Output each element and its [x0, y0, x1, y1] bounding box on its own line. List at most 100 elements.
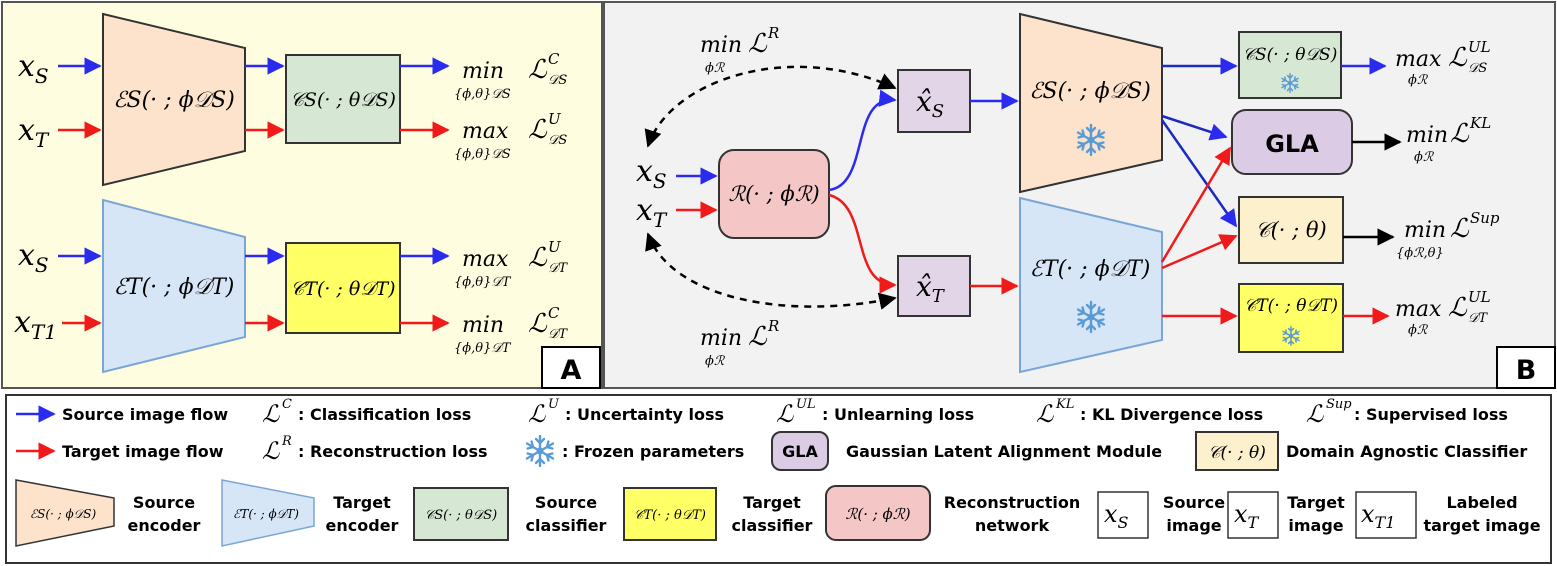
legend-loss-ul-text: : Unlearning loss: [822, 405, 974, 424]
recon-source-label: x̂S: [916, 85, 944, 122]
legend-loss-ul-sup: UL: [796, 397, 816, 412]
input-xt-a1: xT: [18, 113, 50, 152]
legend-xt1-l2: target image: [1423, 516, 1540, 535]
svg-text:ℒ: ℒ: [748, 322, 768, 352]
legend-loss-r-text: : Reconstruction loss: [298, 442, 488, 461]
panel-a-label: A: [561, 355, 582, 386]
svg-text:{ϕℛ,θ}: {ϕℛ,θ}: [1396, 246, 1444, 261]
legend-source-classifier-l2: classifier: [526, 516, 607, 535]
recon-loss-arrow-bottom: [645, 232, 897, 310]
svg-text:C: C: [548, 50, 560, 68]
svg-text:ℒ: ℒ: [1450, 214, 1470, 244]
svg-text:max: max: [1395, 47, 1442, 72]
recon-target-box: [897, 255, 971, 317]
reconstruction-network: [718, 149, 830, 239]
legend-xt-l2: image: [1288, 516, 1343, 535]
loss-min-kl: min ℒ KL ϕℛ: [1406, 114, 1491, 165]
legend-loss-c-sup: C: [282, 397, 292, 412]
legend-target-classifier-shape: [623, 487, 717, 541]
agnostic-classifier-label: 𝒞(· ; θ): [1255, 218, 1326, 242]
legend-loss-u-text: : Uncertainty loss: [565, 405, 724, 424]
legend-source-flow: Source image flow: [62, 405, 228, 424]
legend: Source image flow ℒ C : Classification l…: [5, 394, 1552, 564]
legend-source-encoder-l1: Source: [133, 493, 195, 512]
source-encoder-b: [1019, 12, 1163, 194]
svg-text:ℒ: ℒ: [528, 115, 548, 145]
legend-xt1-l1: Labeled: [1446, 493, 1517, 512]
svg-text:ϕℛ: ϕℛ: [705, 354, 726, 369]
legend-loss-u-sup: U: [548, 397, 560, 412]
legend-loss-ul-sym: ℒ: [776, 400, 794, 428]
legend-source-encoder-l2: encoder: [128, 516, 201, 535]
input-xt1-a: xT1: [14, 305, 57, 344]
panel-b-label-box: [1496, 346, 1556, 389]
svg-text:U: U: [548, 238, 562, 256]
loss-max-ul-dt: max ℒ UL 𝒟T ϕℛ: [1395, 288, 1491, 338]
legend-xt1-box: xT1: [1361, 500, 1395, 532]
loss-min-sup: min ℒ Sup {ϕℛ,θ}: [1396, 209, 1500, 261]
legend-xs-box: xS: [1104, 500, 1129, 532]
legend-recon-l2: network: [975, 516, 1050, 535]
loss-min-c-ds: min ℒ C 𝒟S {ϕ,θ}𝒟S: [454, 50, 567, 102]
svg-text:max: max: [1395, 297, 1442, 322]
legend-loss-sup-text: : Supervised loss: [1354, 405, 1508, 424]
legend-gla-box-label: GLA: [782, 442, 818, 461]
legend-frozen-text: : Frozen parameters: [562, 442, 744, 461]
input-xs-b: xS: [636, 154, 667, 193]
loss-max-ul-ds: max ℒ UL 𝒟S ϕℛ: [1395, 38, 1491, 88]
legend-xt-shape: [1227, 491, 1279, 539]
loss-min-c-dt: min ℒ C 𝒟T {ϕ,θ}𝒟T: [454, 304, 568, 356]
legend-loss-kl-sym: ℒ: [1036, 400, 1054, 428]
legend-target-classifier-l2: classifier: [732, 516, 813, 535]
svg-text:ϕℛ: ϕℛ: [1414, 150, 1435, 165]
panel-b: min ℒ R ϕℛ min ℒ R ϕℛ xS xT ℛ(· ; ϕℛ) x̂…: [603, 1, 1556, 389]
target-classifier-a: [285, 242, 401, 334]
svg-text:ϕℛ: ϕℛ: [1408, 323, 1429, 338]
legend-xt-l1: Target: [1287, 493, 1345, 512]
svg-text:ℒ: ℒ: [528, 309, 548, 339]
legend-recon-l1: Reconstruction: [944, 493, 1081, 512]
svg-text:min: min: [700, 326, 742, 351]
legend-xs-shape: [1097, 491, 1149, 539]
legend-agnostic-box: [1195, 431, 1279, 471]
svg-text:𝒟S: 𝒟S: [1468, 61, 1487, 76]
target-encoder-a-label: ℰT(· ; ϕ𝒟T): [114, 275, 235, 300]
loss-min-r-top: min ℒ R ϕℛ: [700, 24, 779, 76]
input-xs-a2: xS: [18, 238, 49, 277]
svg-text:min: min: [1406, 123, 1448, 148]
legend-loss-c-text: : Classification loss: [298, 405, 471, 424]
legend-xt-box: xT: [1234, 500, 1260, 532]
legend-loss-u-sym: ℒ: [528, 400, 546, 428]
target-encoder-b-label: ℰT(· ; ϕ𝒟T): [1030, 257, 1151, 282]
target-classifier-a-label: 𝒞T(· ; θ𝒟T): [290, 278, 395, 300]
svg-text:min: min: [1404, 218, 1446, 243]
legend-xs-l1: Source: [1163, 493, 1225, 512]
arrow-recon-xt: [828, 193, 897, 294]
legend-loss-sup-sup: Sup: [1326, 397, 1352, 412]
arrow-enc-s-agnostic: [1160, 119, 1238, 228]
target-encoder-a: [102, 198, 246, 374]
svg-text:R: R: [767, 317, 779, 335]
legend-target-encoder-l2: encoder: [326, 516, 399, 535]
svg-text:𝒟T: 𝒟T: [548, 327, 568, 342]
source-encoder-b-label: ℰS(· ; ϕ𝒟S): [1029, 79, 1151, 104]
svg-text:ℒ: ℒ: [528, 243, 548, 273]
loss-max-u-dt: max ℒ U 𝒟T {ϕ,θ}𝒟T: [454, 238, 568, 290]
panel-a-label-box: [541, 346, 601, 389]
source-encoder-a-label: ℰS(· ; ϕ𝒟S): [113, 88, 235, 113]
legend-loss-c-sym: ℒ: [262, 400, 280, 428]
source-classifier-b-label: 𝒞S(· ; θ𝒟S): [1243, 45, 1338, 65]
arrow-enc-t-agnostic: [1161, 234, 1238, 270]
legend-target-classifier-l1: Target: [743, 493, 801, 512]
legend-recon-box: ℛ(· ; ϕℛ): [845, 505, 910, 523]
recon-source-box: [897, 69, 971, 133]
svg-text:min: min: [462, 313, 504, 338]
recon-target-label: x̂T: [916, 270, 946, 307]
legend-source-classifier-l1: Source: [535, 493, 597, 512]
legend-loss-sup-sym: ℒ: [1306, 400, 1324, 428]
svg-text:Sup: Sup: [1470, 209, 1500, 227]
legend-loss-r-sup: R: [281, 434, 292, 449]
svg-text:UL: UL: [1468, 38, 1491, 56]
svg-text:ℒ: ℒ: [1450, 119, 1470, 149]
